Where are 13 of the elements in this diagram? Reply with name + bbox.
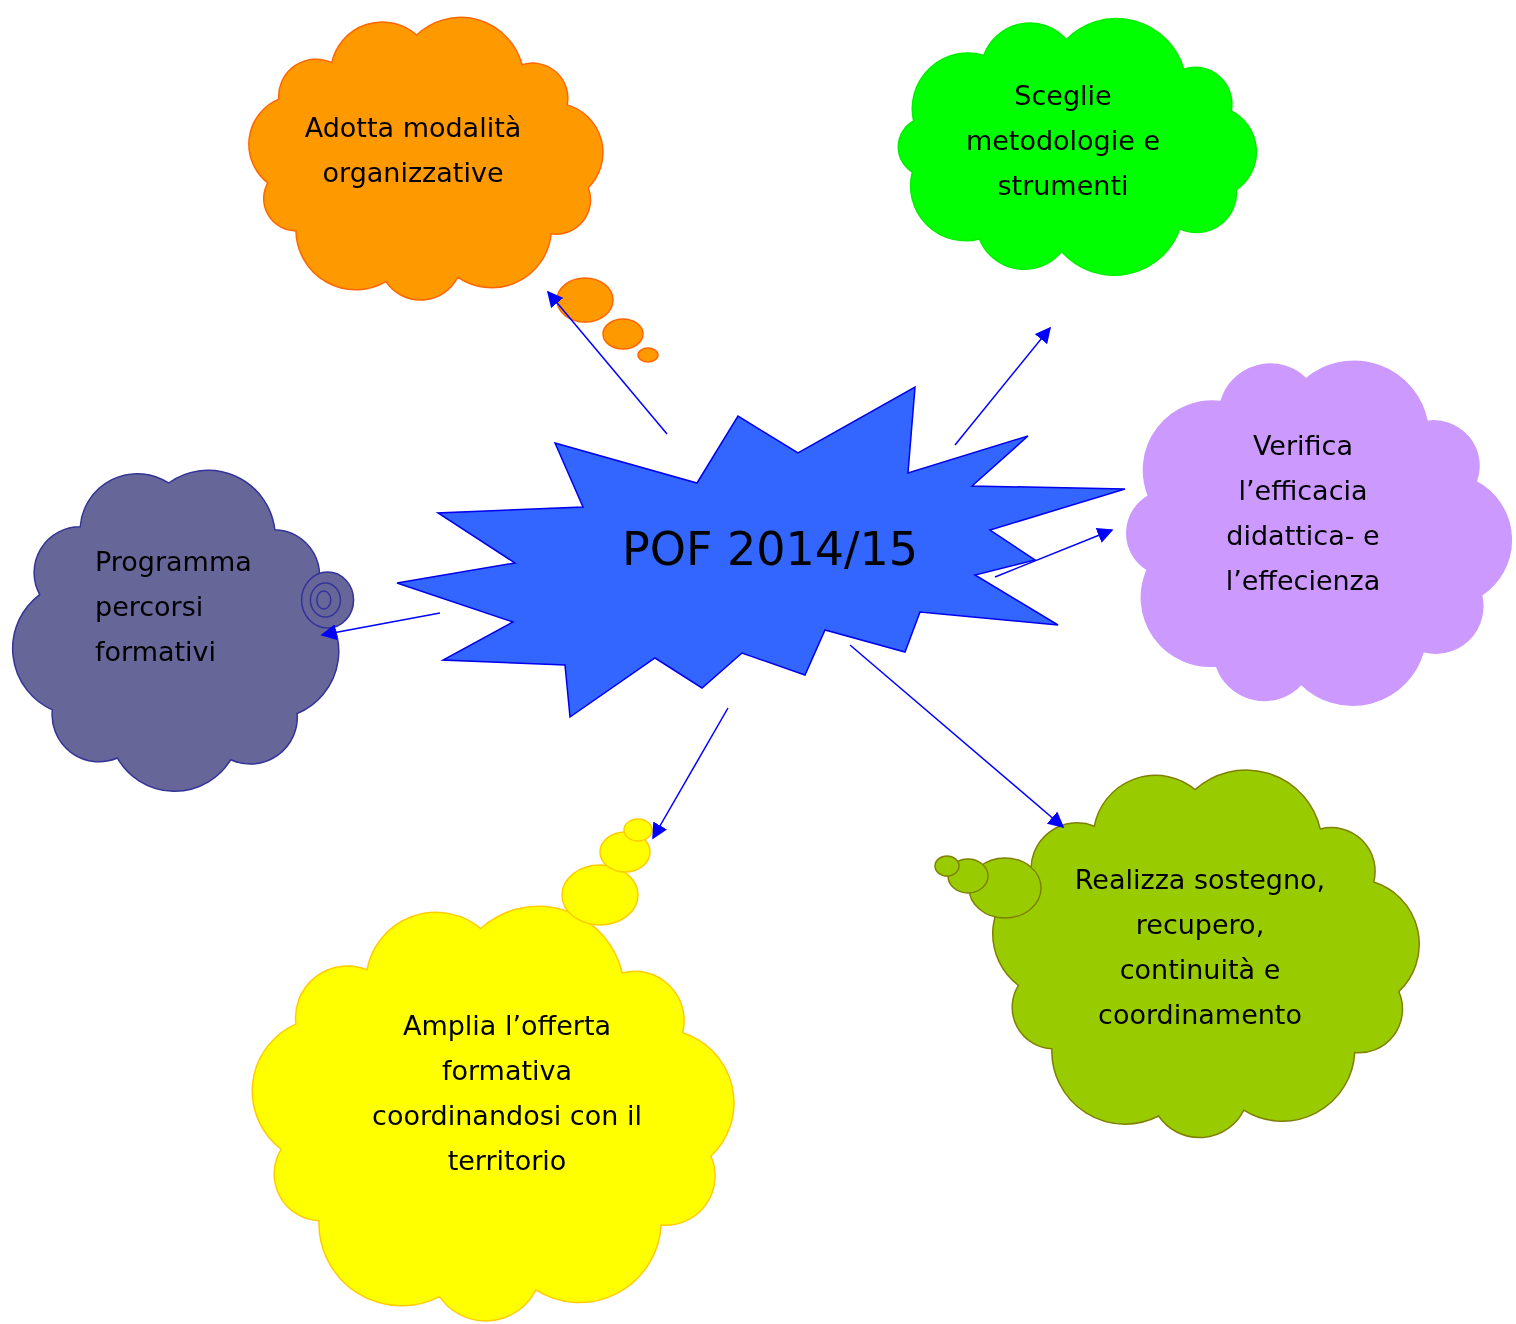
arrow <box>320 612 441 641</box>
arrow <box>652 707 729 840</box>
node-label: Sceglie metodologie e strumenti <box>964 78 1162 203</box>
arrow <box>994 527 1114 578</box>
arrow <box>849 644 1065 829</box>
node-label: Adotta modalità organizzative <box>303 111 523 190</box>
arrow <box>954 326 1051 446</box>
node-label: Realizza sostegno, recupero, continuità e coordinamento <box>1073 863 1327 1032</box>
arrow <box>546 290 668 435</box>
node-label: Amplia l’offerta formativa coordinandosi con il territorio <box>371 1009 643 1178</box>
central-title: POF 2014/15 <box>620 522 920 578</box>
node-label: Verifica l’efficacia didattica- e l’effecienza <box>1224 429 1382 598</box>
node-label: Programma percorsi formativi <box>95 544 253 669</box>
